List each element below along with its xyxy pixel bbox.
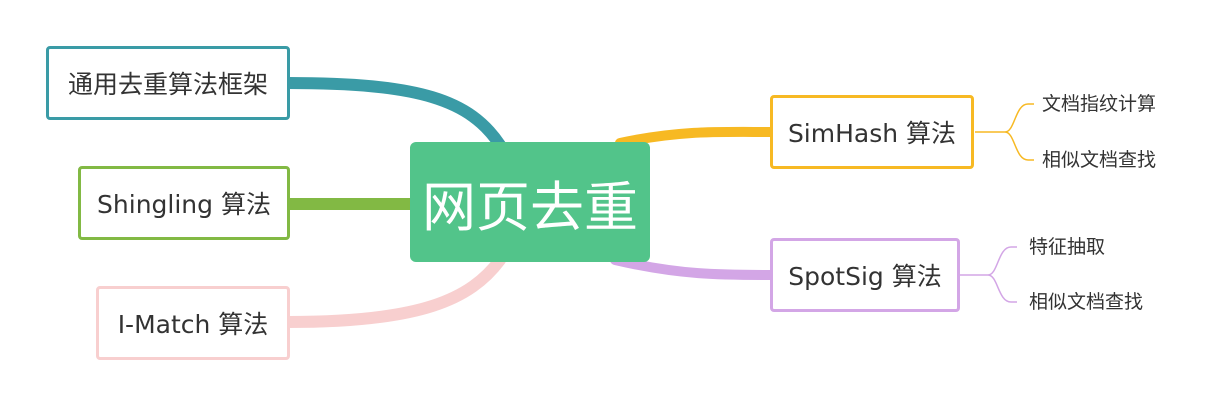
root-label: 网页去重	[422, 175, 638, 239]
spotsig-child-similar-search[interactable]: 相似文档查找	[1029, 291, 1144, 313]
connector-simhash-children	[975, 103, 1034, 161]
branch-shingling-label: Shingling 算法	[97, 190, 271, 219]
branch-spotsig[interactable]: SpotSig 算法	[770, 238, 960, 312]
simhash-child-similar-search[interactable]: 相似文档查找	[1042, 149, 1157, 171]
branch-simhash-label: SimHash 算法	[787, 119, 957, 148]
branch-shingling[interactable]: Shingling 算法	[78, 166, 290, 240]
branch-imatch-label: I-Match 算法	[117, 310, 269, 339]
branch-simhash[interactable]: SimHash 算法	[770, 95, 974, 169]
simhash-child-fingerprint[interactable]: 文档指纹计算	[1042, 93, 1157, 115]
root-node[interactable]: 网页去重	[410, 142, 650, 262]
connector-spotsig-children	[960, 246, 1017, 303]
connector-simhash	[615, 126, 777, 148]
branch-framework-label: 通用去重算法框架	[67, 70, 268, 99]
branch-spotsig-label: SpotSig 算法	[788, 262, 942, 291]
connector-imatch	[282, 254, 506, 328]
branch-framework[interactable]: 通用去重算法框架	[46, 46, 290, 120]
spotsig-child-feature-extraction[interactable]: 特征抽取	[1029, 236, 1106, 258]
connector-spotsig	[610, 255, 777, 280]
connector-framework	[282, 77, 506, 151]
branch-imatch[interactable]: I-Match 算法	[96, 286, 290, 360]
